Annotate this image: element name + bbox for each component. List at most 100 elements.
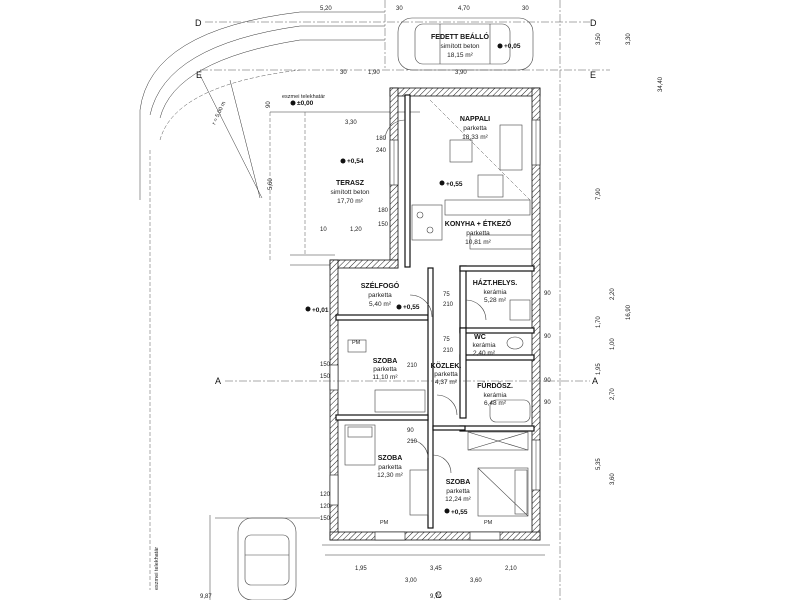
svg-text:5,60: 5,60 [268, 178, 274, 190]
svg-text:A: A [592, 376, 598, 386]
svg-text:KONYHA + ÉTKEZŐ: KONYHA + ÉTKEZŐ [445, 219, 512, 228]
svg-text:eszmei telekhatár: eszmei telekhatár [282, 94, 325, 100]
svg-text:A: A [215, 376, 221, 386]
svg-text:11,10 m²: 11,10 m² [372, 374, 398, 381]
svg-text:1,00: 1,00 [610, 338, 616, 350]
svg-text:+0,54: +0,54 [347, 158, 364, 165]
svg-text:E: E [590, 70, 596, 80]
svg-text:75: 75 [443, 337, 450, 343]
svg-text:150: 150 [320, 362, 331, 368]
svg-text:parketta: parketta [446, 488, 470, 495]
svg-text:90: 90 [266, 101, 272, 108]
svg-text:75: 75 [443, 292, 450, 298]
building-walls [329, 87, 541, 541]
carport-car [397, 17, 534, 71]
svg-text:2,40 m²: 2,40 m² [473, 350, 496, 357]
room-2: SZOBA parketta 12,30 m² [377, 455, 403, 479]
svg-text:18,15 m²: 18,15 m² [447, 52, 473, 59]
svg-text:+0,55: +0,55 [451, 509, 468, 516]
dimensions-openings: 90 180 240 5,60 180 150 120 75 210 90 15… [266, 101, 551, 522]
svg-text:parketta: parketta [466, 230, 490, 237]
svg-text:±0,00: ±0,00 [297, 100, 314, 107]
room-kitchen: KONYHA + ÉTKEZŐ parketta 10,81 m² [445, 219, 512, 246]
svg-text:+0,05: +0,05 [504, 43, 521, 50]
level-icon [290, 100, 296, 106]
svg-text:5,28 m²: 5,28 m² [484, 297, 507, 304]
svg-text:3,30: 3,30 [626, 33, 632, 45]
svg-text:3,60: 3,60 [610, 473, 616, 485]
svg-text:90: 90 [544, 334, 551, 340]
svg-text:9,70: 9,70 [430, 594, 442, 600]
svg-text:3,00: 3,00 [405, 578, 417, 584]
svg-text:30: 30 [340, 70, 347, 76]
svg-text:180: 180 [378, 208, 389, 214]
svg-text:3,50: 3,50 [596, 33, 602, 45]
level-icon [444, 508, 450, 514]
svg-text:SZÉLFOGÓ: SZÉLFOGÓ [361, 281, 400, 290]
svg-text:parketta: parketta [378, 464, 402, 471]
svg-text:120: 120 [320, 492, 331, 498]
svg-text:WC: WC [474, 334, 486, 341]
svg-text:7,90: 7,90 [596, 188, 602, 200]
svg-text:r = 5,00 m: r = 5,00 m [211, 100, 227, 125]
svg-text:210: 210 [443, 348, 454, 354]
svg-text:150: 150 [320, 374, 331, 380]
svg-text:C: C [435, 590, 442, 600]
svg-text:parketta: parketta [463, 125, 487, 132]
axis-markers: D D E E A A C [195, 18, 598, 600]
svg-text:+0,55: +0,55 [446, 181, 463, 188]
svg-text:90: 90 [544, 291, 551, 297]
svg-text:KÖZLEK.: KÖZLEK. [431, 361, 462, 370]
svg-text:16,90: 16,90 [626, 304, 632, 320]
svg-text:eszmei telekhatár: eszmei telekhatár [154, 547, 160, 590]
svg-text:120: 120 [320, 504, 331, 510]
dimensions-right: 3,50 3,30 34,40 7,90 2,20 16,90 1,70 1,0… [596, 33, 664, 485]
svg-text:parketta: parketta [373, 366, 397, 373]
level-icon [340, 158, 346, 164]
svg-text:PM: PM [352, 340, 361, 346]
level-markers: +0,05 ±0,00 +0,54 +0,55 +0,55 +0,01 +0,5… [290, 43, 521, 516]
svg-text:210: 210 [443, 302, 454, 308]
svg-text:E: E [196, 70, 202, 80]
room-bath: FÜRDŐSZ. kerámia 6,48 m² [477, 381, 513, 407]
svg-text:FEDETT BEÁLLÓ: FEDETT BEÁLLÓ [431, 32, 489, 41]
svg-text:+0,01: +0,01 [312, 307, 329, 314]
svg-text:10,81 m²: 10,81 m² [465, 239, 491, 246]
svg-text:1,95: 1,95 [355, 566, 367, 572]
svg-text:3,60: 3,60 [470, 578, 482, 584]
svg-text:30: 30 [522, 6, 529, 12]
svg-text:simított beton: simított beton [440, 43, 479, 50]
dimensions-top: 5,20 30 4,70 30 1,90 3,90 30 3,30 1,20 1… [320, 6, 529, 233]
svg-text:kerámia: kerámia [472, 342, 496, 349]
svg-text:TERASZ: TERASZ [336, 180, 365, 187]
room-corridor: KÖZLEK. parketta 4,37 m² [431, 361, 462, 386]
svg-text:9,87: 9,87 [200, 594, 212, 600]
level-icon [497, 43, 503, 49]
svg-text:HÁZT.HELYS.: HÁZT.HELYS. [473, 278, 518, 287]
svg-text:18,33 m²: 18,33 m² [462, 134, 488, 141]
svg-text:SZOBA: SZOBA [378, 455, 403, 462]
level-icon [439, 180, 445, 186]
site-lines [139, 0, 610, 600]
svg-text:1,95: 1,95 [596, 363, 602, 375]
svg-text:FÜRDŐSZ.: FÜRDŐSZ. [477, 381, 513, 390]
svg-text:1,90: 1,90 [368, 70, 380, 76]
room-living: NAPPALI parketta 18,33 m² [460, 116, 490, 141]
svg-text:3,30: 3,30 [345, 120, 357, 126]
room-vestibule: SZÉLFOGÓ parketta 5,40 m² [361, 281, 400, 308]
svg-text:90: 90 [544, 400, 551, 406]
svg-text:90: 90 [407, 428, 414, 434]
svg-text:NAPPALI: NAPPALI [460, 116, 490, 123]
room-carport: FEDETT BEÁLLÓ simított beton 18,15 m² [431, 32, 489, 59]
svg-text:parketta: parketta [368, 292, 392, 299]
dimensions-bottom: 1,95 3,00 3,45 3,60 2,10 9,87 9,70 [200, 566, 517, 600]
svg-text:210: 210 [407, 439, 418, 445]
svg-text:150: 150 [320, 516, 331, 522]
svg-text:kerámia: kerámia [483, 289, 507, 296]
level-icon [305, 306, 311, 312]
svg-text:2,10: 2,10 [505, 566, 517, 572]
room-3: SZOBA parketta 12,24 m² [445, 479, 471, 503]
svg-text:PM: PM [380, 520, 389, 526]
svg-text:2,20: 2,20 [610, 288, 616, 300]
